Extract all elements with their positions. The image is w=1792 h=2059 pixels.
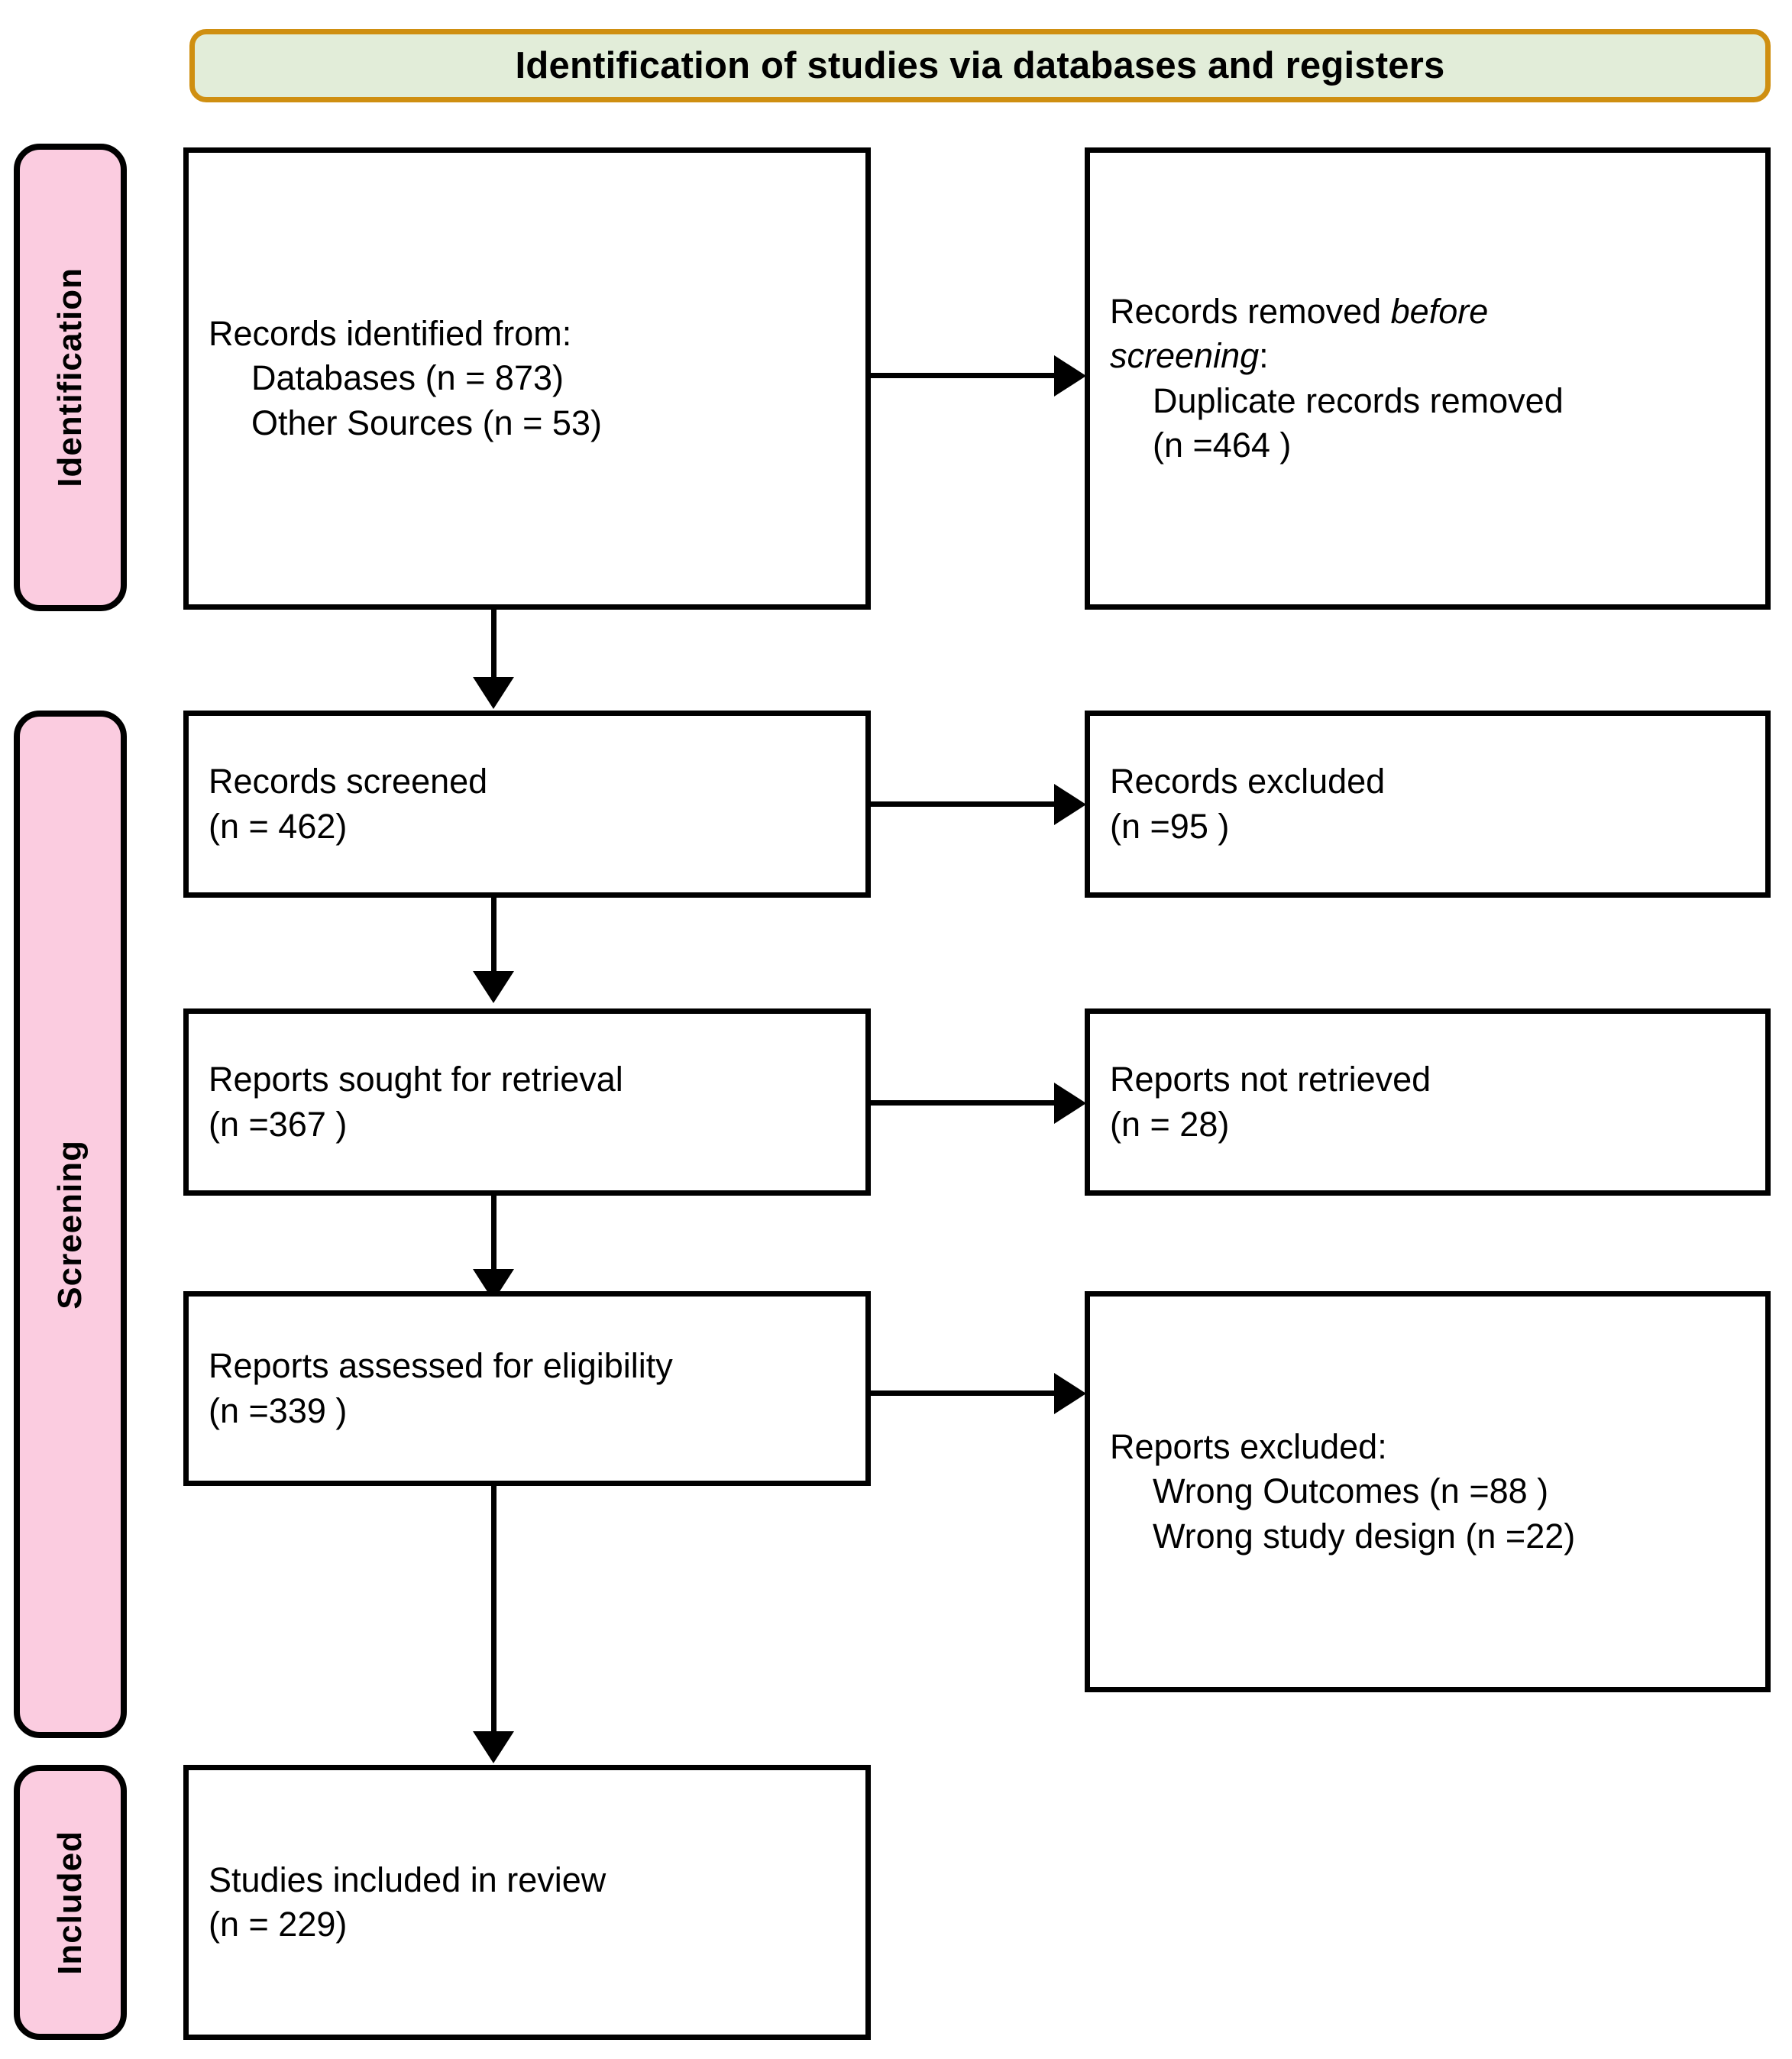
stage-bar-identification: Identification: [14, 144, 127, 611]
records-removed-prefix: Records removed: [1110, 291, 1391, 331]
reports-assessed-line-1: Reports assessed for eligibility: [209, 1346, 673, 1385]
reports-sought-line-2: (n =367 ): [209, 1104, 348, 1144]
records-screened-line-1: Records screened: [209, 762, 488, 801]
stage-label-screening: Screening: [51, 1139, 89, 1310]
box-reports-assessed: Reports assessed for eligibility (n =339…: [183, 1291, 871, 1486]
reports-excluded-line-2: Wrong Outcomes (n =88 ): [1153, 1471, 1549, 1511]
reports-excluded-line-1: Reports excluded:: [1110, 1426, 1387, 1466]
records-removed-italic-screening: screening: [1110, 336, 1260, 375]
reports-sought-line-1: Reports sought for retrieval: [209, 1060, 623, 1099]
reports-assessed-line-2: (n =339 ): [209, 1390, 348, 1430]
reports-not-retrieved-line-2: (n = 28): [1110, 1104, 1230, 1144]
arrow-screened-to-sought-head: [473, 971, 514, 1003]
records-identified-line-2: Databases (n = 873): [251, 358, 564, 398]
records-screened-line-2: (n = 462): [209, 806, 348, 846]
arrow-sought-to-assessed: [491, 1196, 497, 1272]
box-records-identified: Records identified from: Databases (n = …: [183, 147, 871, 610]
arrow-identified-to-removed: [871, 373, 1054, 378]
records-removed-line-1: Records removed before: [1110, 290, 1745, 335]
records-identified-line-3: Other Sources (n = 53): [251, 403, 602, 442]
box-studies-included: Studies included in review (n = 229): [183, 1765, 871, 2040]
arrow-screened-to-excluded: [871, 801, 1054, 807]
studies-included-line-2: (n = 229): [209, 1905, 348, 1944]
box-records-removed: Records removed before screening: Duplic…: [1085, 147, 1771, 610]
box-records-screened: Records screened (n = 462): [183, 711, 871, 898]
reports-excluded-line-3: Wrong study design (n =22): [1153, 1516, 1576, 1556]
stage-bar-screening: Screening: [14, 711, 127, 1738]
arrow-identified-to-removed-head: [1054, 355, 1086, 397]
arrow-screened-to-excluded-head: [1054, 784, 1086, 825]
arrow-assessed-to-excluded: [871, 1390, 1054, 1396]
arrow-screened-to-sought: [491, 898, 497, 974]
records-removed-colon: :: [1259, 336, 1269, 375]
studies-included-line-1: Studies included in review: [209, 1860, 606, 1899]
records-removed-italic-before: before: [1390, 291, 1489, 331]
arrow-identified-to-screened-head: [473, 677, 514, 709]
reports-not-retrieved-line-1: Reports not retrieved: [1110, 1060, 1431, 1099]
box-records-excluded: Records excluded (n =95 ): [1085, 711, 1771, 898]
stage-label-identification: Identification: [51, 267, 89, 487]
box-reports-excluded: Reports excluded: Wrong Outcomes (n =88 …: [1085, 1291, 1771, 1692]
box-reports-not-retrieved: Reports not retrieved (n = 28): [1085, 1008, 1771, 1196]
records-identified-line-1: Records identified from:: [209, 313, 572, 353]
arrow-sought-to-not-retrieved-head: [1054, 1083, 1086, 1124]
records-removed-line-3: Duplicate records removed: [1153, 380, 1564, 420]
arrow-assessed-to-included-head: [473, 1731, 514, 1763]
arrow-sought-to-not-retrieved: [871, 1100, 1054, 1106]
stage-label-included: Included: [51, 1830, 89, 1975]
stage-bar-included: Included: [14, 1765, 127, 2040]
arrow-assessed-to-excluded-head: [1054, 1373, 1086, 1414]
records-excluded-line-1: Records excluded: [1110, 762, 1386, 801]
box-reports-sought: Reports sought for retrieval (n =367 ): [183, 1008, 871, 1196]
arrow-identified-to-screened: [491, 610, 497, 680]
records-removed-line-4: (n =464 ): [1153, 426, 1292, 465]
diagram-header-banner: Identification of studies via databases …: [189, 29, 1771, 102]
arrow-assessed-to-included: [491, 1486, 497, 1734]
records-excluded-line-2: (n =95 ): [1110, 806, 1230, 846]
diagram-title: Identification of studies via databases …: [515, 45, 1445, 86]
records-removed-line-2: screening:: [1110, 334, 1745, 379]
